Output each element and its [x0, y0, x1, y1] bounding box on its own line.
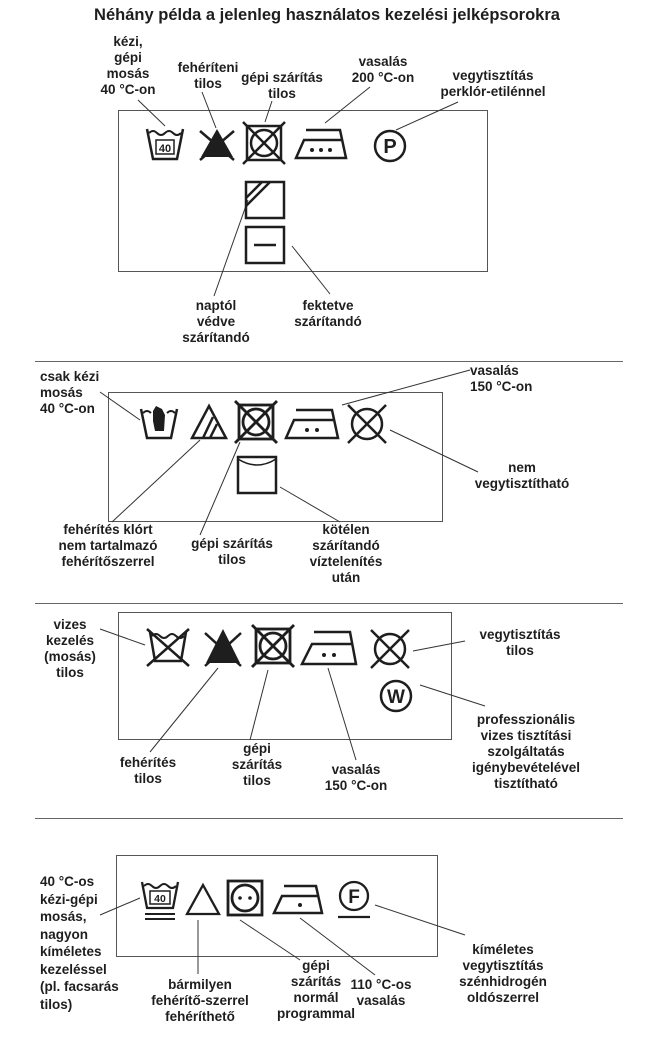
no-tumble-dry-icon: [242, 121, 286, 165]
symbol-frame-3: [118, 612, 452, 740]
label-gentle-dryclean: kíméletes vegytisztítás szénhidrogén old…: [459, 942, 547, 1005]
label-tumble-dry-normal: gépi szárítás normál programmal: [276, 958, 356, 1021]
label-iron-200: vasalás 200 °C-on: [351, 54, 415, 85]
label-any-bleach: bármilyen fehérítő-szerrel fehéríthető: [151, 977, 249, 1024]
label-line-dry: kötélen szárítandó víztelenítés után: [309, 522, 383, 585]
gentle-wash-40-icon: 40: [140, 878, 180, 922]
label-hand-wash-only: csak kézi mosás 40 °C-on: [40, 369, 100, 416]
label-hand-machine-wash: kézi, gépi mosás 40 °C-on: [100, 34, 156, 97]
divider: [35, 603, 623, 604]
wash-40-icon: 40: [145, 125, 185, 161]
dry-flat-icon: [244, 225, 286, 265]
label-gentle-wash-40: 40 °C-os kézi-gépi mosás, nagyon kímélet…: [40, 874, 119, 1012]
any-bleach-icon: [185, 882, 221, 916]
page-title: Néhány példa a jelenleg használatos keze…: [94, 6, 560, 24]
no-bleach-icon: [203, 625, 243, 667]
dryclean-p-icon: P: [372, 128, 408, 164]
label-iron-110: 110 °C-os vasalás: [350, 977, 412, 1008]
no-dryclean-icon: [368, 628, 412, 670]
no-dryclean-icon: [344, 402, 390, 446]
label-no-wet-treatment: vizes kezelés (mosás) tilos: [44, 617, 96, 680]
label-no-dryclean: vegytisztítás tilos: [479, 627, 561, 658]
line-dry-icon: [236, 455, 278, 495]
label-iron-150: vasalás 150 °C-on: [324, 762, 388, 793]
label-iron-150: vasalás 150 °C-on: [470, 363, 533, 394]
iron-two-dots-icon: [299, 628, 358, 668]
no-tumble-dry-icon: [234, 400, 278, 444]
hand-wash-icon: [138, 403, 180, 441]
dryclean-letter: P: [383, 136, 396, 158]
label-no-tumble-dry: gépi szárítás tilos: [241, 70, 323, 101]
dryclean-letter: F: [348, 887, 360, 908]
professional-wet-clean-icon: W: [378, 678, 414, 714]
wash-temperature: 40: [159, 143, 171, 155]
divider: [35, 361, 623, 362]
no-wash-icon: [145, 627, 191, 667]
label-no-tumble-dry: gépi szárítás tilos: [191, 536, 273, 567]
non-chlorine-bleach-icon: [189, 403, 229, 441]
iron-two-dots-icon: [284, 406, 340, 442]
wash-temperature: 40: [154, 893, 166, 905]
iron-one-dot-icon: [272, 882, 324, 916]
label-non-chlorine-bleach: fehérítés klórt nem tartalmazó fehérítős…: [58, 522, 158, 569]
label-professional-wet-clean: professzionális vizes tisztítási szolgál…: [471, 712, 581, 791]
tumble-dry-normal-icon: [226, 878, 264, 918]
label-no-dryclean: nem vegytisztítható: [474, 460, 570, 491]
wet-clean-letter: W: [387, 687, 405, 708]
no-tumble-dry-icon: [251, 624, 295, 668]
divider: [35, 818, 623, 819]
dry-in-shade-icon: [244, 180, 286, 220]
label-dryclean-perc: vegytisztítás perklór-etilénnel: [440, 68, 546, 99]
label-no-tumble-dry: gépi szárítás tilos: [231, 741, 283, 788]
gentle-dryclean-f-icon: F: [336, 880, 372, 920]
no-bleach-icon: [198, 125, 236, 161]
iron-three-dots-icon: [294, 126, 348, 162]
label-dry-in-shade: naptól védve szárítandó: [182, 298, 250, 345]
label-dry-flat: fektetve szárítandó: [294, 298, 362, 329]
label-no-bleach: fehéríteni tilos: [177, 60, 239, 91]
label-no-bleach: fehérítés tilos: [119, 755, 177, 786]
